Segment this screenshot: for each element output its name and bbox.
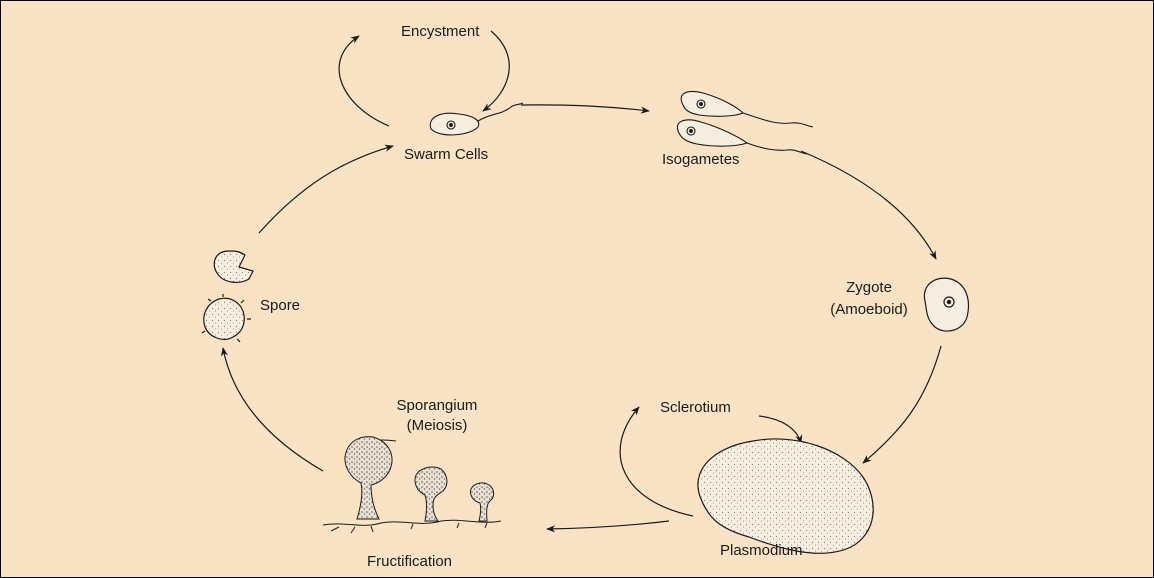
- arrow-spore-to-swarm: [259, 146, 393, 233]
- label-spore: Spore: [260, 297, 300, 315]
- arrow-zygote-to-plasmodium: [863, 346, 941, 463]
- label-plasmodium: Plasmodium: [720, 542, 803, 560]
- spore-illustration: [202, 251, 253, 342]
- isogametes-illustration: [677, 92, 813, 155]
- label-zygote: Zygote: [819, 279, 919, 297]
- arrow-plasmodium-to-sclerotium: [620, 407, 693, 516]
- arrow-encystment-in: [483, 31, 509, 111]
- label-isogametes: Isogametes: [662, 151, 740, 169]
- arrow-fructification-to-spore: [223, 348, 323, 471]
- arrow-encystment-out: [339, 36, 389, 126]
- label-encystment: Encystment: [401, 23, 479, 41]
- label-fructification: Fructification: [367, 553, 452, 571]
- label-sclerotium: Sclerotium: [660, 399, 731, 417]
- fructification-illustration: [323, 437, 501, 533]
- zygote-illustration: [924, 278, 968, 331]
- label-zygote-note: (Amoeboid): [814, 301, 924, 319]
- label-sporangium: Sporangium: [382, 397, 492, 415]
- arrow-swarm-to-isogametes: [521, 105, 649, 111]
- arrow-plasmodium-to-fructification: [547, 521, 669, 529]
- label-swarm-cells: Swarm Cells: [404, 146, 488, 164]
- arrow-isogametes-to-zygote: [801, 151, 936, 259]
- swarm-cell-illustration: [430, 103, 523, 135]
- plasmodium-illustration: [698, 439, 873, 553]
- label-sporangium-note: (Meiosis): [387, 417, 487, 435]
